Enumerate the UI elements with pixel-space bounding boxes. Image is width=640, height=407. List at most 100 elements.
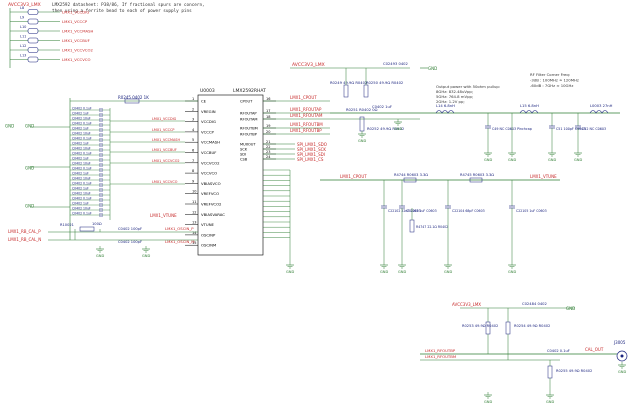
gnd-label: GND (25, 166, 34, 171)
pin-number: 18 (266, 115, 270, 119)
net-spi-sdo: SPI_LMX1_SDO (297, 142, 327, 147)
rf-filter-line: RF Filter Corner Freq: (530, 72, 570, 77)
gnd-label: GND (618, 370, 626, 374)
decap-label: C0402 1uF (72, 172, 89, 176)
ic-ref: U0003 (200, 88, 215, 94)
gnd-label-cal: GND (566, 306, 575, 311)
loop-shunt-label: C22103 1uF C0603 (406, 209, 437, 213)
pin-number: 6 (192, 149, 194, 153)
resistor-r0254-label: R0254 49.9Ω R0402 (514, 324, 550, 328)
decap-label: C0402 10uF (72, 162, 91, 166)
gnd-label: GND (546, 400, 554, 404)
pin-number: 16 (266, 97, 270, 101)
gnd-label: GND (25, 124, 34, 129)
resistor-r0251-label: R0251 R0402 0Ω (346, 108, 378, 112)
decap-label: C0402 10uF (72, 147, 91, 151)
decap: C0402 1uF (70, 157, 110, 162)
pin-name: SCK (240, 148, 248, 152)
cap-oscp-label: C0402 100pF (118, 227, 142, 231)
resistor-r0255-label: R0255 49.9Ω R0402 (556, 369, 592, 373)
connector-j3005[interactable]: J3005 (613, 340, 628, 362)
resistor-r0250 (363, 84, 369, 98)
rail-label-bottom: AVCC3V3_LMX (452, 302, 481, 307)
decap-label: C0402 10uF (72, 192, 91, 196)
ferrite-ref: L10 (20, 25, 26, 29)
ic-part: LMX2592RHAT (233, 88, 266, 94)
gnd-label-1: GND (428, 66, 437, 71)
ground-symbol: GND (484, 150, 492, 162)
decap-label: C0402 0.1uF (72, 122, 92, 126)
rf-filter-note: RF Filter Corner Freq:-3dB : 100MHz ≈ 12… (530, 72, 579, 88)
cap-cal-label: C0402 0.1uF (547, 349, 570, 353)
ferrite-net: LMX1_VCCVCO (62, 57, 90, 62)
output-power-line: 2GHz: 1.2V pp; (436, 99, 465, 104)
cap-oscm-label: C0402 100pF (118, 240, 142, 244)
loop-shunt-label: C22102 22nF C0603 (388, 209, 421, 213)
note-line-2: then using a ferrite bead to each of pow… (52, 8, 192, 14)
decap-label: C0402 0.1uF (72, 107, 92, 111)
decap: C0402 0.1uF (70, 167, 110, 172)
inductor-l0003 (589, 110, 609, 114)
gnd-label: GND (398, 270, 406, 274)
decap-label: C0402 0.1uF (72, 182, 92, 186)
rf-shunt-label: C52 NC C0603 (582, 127, 606, 131)
resistor-r0252-label: R0252 49.9Ω R0402 (367, 127, 404, 131)
net-rfoutam: LMX1_RFOUTAM (290, 113, 323, 118)
gnd-label: GND (484, 400, 492, 404)
net-cal-out: CAL_OUT (585, 347, 604, 352)
ground-symbol: GND (508, 150, 516, 162)
pin-number: 1 (192, 97, 194, 101)
resistor-r4744 (403, 177, 417, 183)
output-power-line: Output power with 50ohm pullup: (436, 84, 500, 89)
decap: C0402 0.1uF (70, 197, 110, 202)
ce-resistor (124, 98, 140, 104)
pin-number: 14 (192, 231, 197, 235)
decap: C0402 10uF (70, 132, 110, 137)
decap-label: C0402 1uF (72, 142, 89, 146)
decap-label: C0402 1uF (72, 127, 89, 131)
ground-symbol: GND (142, 246, 150, 258)
ground-symbol: GND (546, 392, 554, 404)
decap: C0402 10uF (70, 162, 110, 167)
pin-number: 11 (192, 200, 196, 204)
ground-symbol: GND (574, 150, 582, 162)
rf-filter-line: -3dB : 100MHz ≈ 120MHz (530, 78, 579, 83)
decap-label: C0402 10uF (72, 117, 91, 121)
decap: C0402 1uF (70, 142, 110, 147)
inductor-l0003-label: L0003 27nH (590, 104, 613, 108)
cap-c02493-label: C02493 0402 (383, 62, 408, 66)
net-vtune: LMX1_VTUNE (150, 213, 177, 218)
resistor-r10021-label: R10021 (60, 223, 74, 227)
resistor-r4745 (469, 177, 483, 183)
decap: C0402 0.1uF (70, 137, 110, 142)
output-power-note: Output power with 50ohm pullup:8GHz: 832… (436, 84, 500, 104)
ce-resistor-label: R0245 0402 1K (118, 95, 149, 100)
pin-number: 19 (266, 124, 270, 128)
gnd-label: GND (286, 270, 294, 274)
ferrite-net: LMX1_VCCDIG (62, 10, 89, 15)
pin-number: 17 (266, 109, 270, 113)
net-rfoutbp: LMX1_RFOUTBP (290, 128, 322, 133)
ferrite-net: LMX1_VCCBUF (62, 38, 90, 43)
cap-dc-label: C0402 1uF (372, 105, 392, 109)
pin-name: CPOUT (240, 100, 253, 104)
pin-number: 23 (266, 150, 270, 154)
pin-number: 8 (192, 169, 194, 173)
ground-symbol: GND (380, 262, 388, 274)
gnd-label: GND (358, 139, 366, 143)
decap-label: C0402 0.1uF (72, 197, 92, 201)
decap-label: C0402 10uF (72, 132, 91, 136)
net-cpout: LMX1_CPOUT (290, 95, 317, 100)
